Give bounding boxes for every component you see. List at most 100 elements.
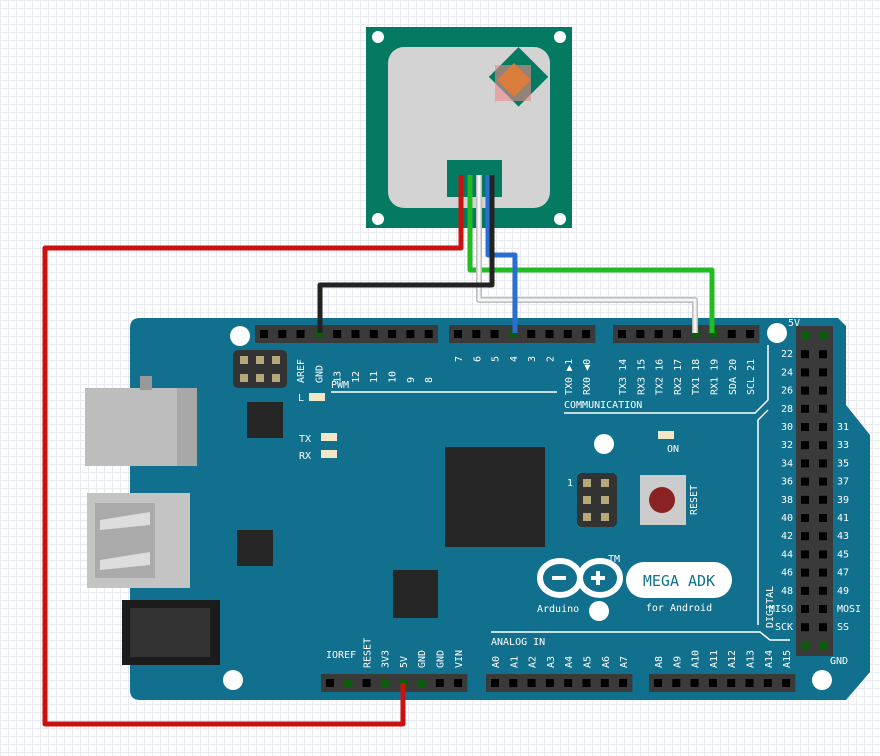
pin-label: A6 xyxy=(601,656,612,668)
header-pin[interactable] xyxy=(545,679,554,687)
header-pin[interactable] xyxy=(819,332,827,340)
5v-top-label: 5V xyxy=(788,318,800,329)
header-pin[interactable] xyxy=(296,330,305,338)
header-pin[interactable] xyxy=(819,423,827,431)
header-pin[interactable] xyxy=(333,330,342,338)
header-pin[interactable] xyxy=(690,679,699,687)
header-pin[interactable] xyxy=(708,679,717,687)
header-pin[interactable] xyxy=(746,330,755,338)
reset-button[interactable] xyxy=(640,475,686,525)
pin-label: 10 xyxy=(388,371,399,383)
header-pin[interactable] xyxy=(819,514,827,522)
header-pin[interactable] xyxy=(344,679,353,687)
header-pin[interactable] xyxy=(380,679,389,687)
header-digital-double xyxy=(796,326,833,656)
header-pin[interactable] xyxy=(490,330,499,338)
header-pin[interactable] xyxy=(454,679,463,687)
header-pin[interactable] xyxy=(801,532,809,541)
header-pin[interactable] xyxy=(819,459,827,468)
header-pin[interactable] xyxy=(801,605,809,613)
header-pin[interactable] xyxy=(618,330,626,338)
header-pin[interactable] xyxy=(545,330,554,338)
header-pin[interactable] xyxy=(801,514,809,522)
header-pin[interactable] xyxy=(819,495,827,504)
header-pin[interactable] xyxy=(801,459,809,468)
header-pin[interactable] xyxy=(636,330,645,338)
header-pin[interactable] xyxy=(472,330,481,338)
header-pin[interactable] xyxy=(508,330,517,338)
header-pin[interactable] xyxy=(819,550,827,559)
analog-in-label: ANALOG IN xyxy=(491,637,545,648)
header-pin[interactable] xyxy=(801,568,809,577)
header-pin[interactable] xyxy=(424,330,433,338)
header-pin[interactable] xyxy=(819,386,827,395)
header-pin[interactable] xyxy=(600,679,609,687)
header-pin[interactable] xyxy=(709,330,718,338)
header-pin[interactable] xyxy=(326,679,334,687)
pin-label: 47 xyxy=(837,568,849,579)
header-pin[interactable] xyxy=(801,368,809,377)
pin-label: A5 xyxy=(583,656,594,668)
header-pin[interactable] xyxy=(819,568,827,577)
header-pin[interactable] xyxy=(745,679,754,687)
header-pin[interactable] xyxy=(362,679,371,687)
pin-label: 3V3 xyxy=(381,650,392,668)
header-pin[interactable] xyxy=(801,623,809,632)
header-pin[interactable] xyxy=(417,679,426,687)
header-pin[interactable] xyxy=(278,330,287,338)
header-pin[interactable] xyxy=(801,586,809,595)
header-pin[interactable] xyxy=(406,330,415,338)
header-analog-low xyxy=(486,674,633,692)
header-pin[interactable] xyxy=(388,330,397,338)
header-pin[interactable] xyxy=(351,330,360,338)
header-pin[interactable] xyxy=(727,679,736,687)
header-pin[interactable] xyxy=(801,332,809,340)
header-pin[interactable] xyxy=(819,350,827,359)
header-pin[interactable] xyxy=(314,330,323,338)
header-pin[interactable] xyxy=(727,330,736,338)
header-pin[interactable] xyxy=(801,350,809,359)
header-pin[interactable] xyxy=(801,386,809,395)
header-pin[interactable] xyxy=(782,679,791,687)
header-pin[interactable] xyxy=(819,477,827,486)
header-pin[interactable] xyxy=(582,330,591,338)
header-pin[interactable] xyxy=(672,679,681,687)
led-l-label: L xyxy=(298,393,304,404)
header-pin[interactable] xyxy=(801,641,809,650)
header-pin[interactable] xyxy=(582,679,591,687)
header-pin[interactable] xyxy=(435,679,444,687)
header-pin[interactable] xyxy=(819,641,827,650)
header-pin[interactable] xyxy=(801,550,809,559)
header-pin[interactable] xyxy=(819,605,827,613)
header-pin[interactable] xyxy=(801,441,809,450)
header-pin[interactable] xyxy=(509,679,518,687)
header-pin[interactable] xyxy=(619,679,628,687)
header-pin[interactable] xyxy=(369,330,378,338)
header-pin[interactable] xyxy=(819,623,827,632)
header-pin[interactable] xyxy=(763,679,772,687)
header-pin[interactable] xyxy=(819,368,827,377)
header-pin[interactable] xyxy=(801,404,809,413)
header-pin[interactable] xyxy=(819,441,827,450)
header-pin[interactable] xyxy=(527,679,536,687)
header-pin[interactable] xyxy=(654,330,663,338)
header-pin[interactable] xyxy=(819,586,827,595)
header-pin[interactable] xyxy=(454,330,462,338)
header-pin[interactable] xyxy=(672,330,681,338)
header-pin[interactable] xyxy=(801,477,809,486)
header-pin[interactable] xyxy=(563,330,572,338)
pin-label: 9 xyxy=(406,377,417,383)
chip xyxy=(237,530,273,566)
header-pin[interactable] xyxy=(801,495,809,504)
header-pin[interactable] xyxy=(527,330,536,338)
pin-label: 37 xyxy=(837,477,849,488)
header-pin[interactable] xyxy=(819,532,827,541)
header-pin[interactable] xyxy=(491,679,499,687)
header-pin[interactable] xyxy=(691,330,700,338)
header-pin[interactable] xyxy=(260,330,268,338)
header-pin[interactable] xyxy=(819,404,827,413)
header-pin[interactable] xyxy=(801,423,809,431)
trademark: TM xyxy=(608,554,620,565)
header-pin[interactable] xyxy=(654,679,662,687)
header-pin[interactable] xyxy=(564,679,573,687)
